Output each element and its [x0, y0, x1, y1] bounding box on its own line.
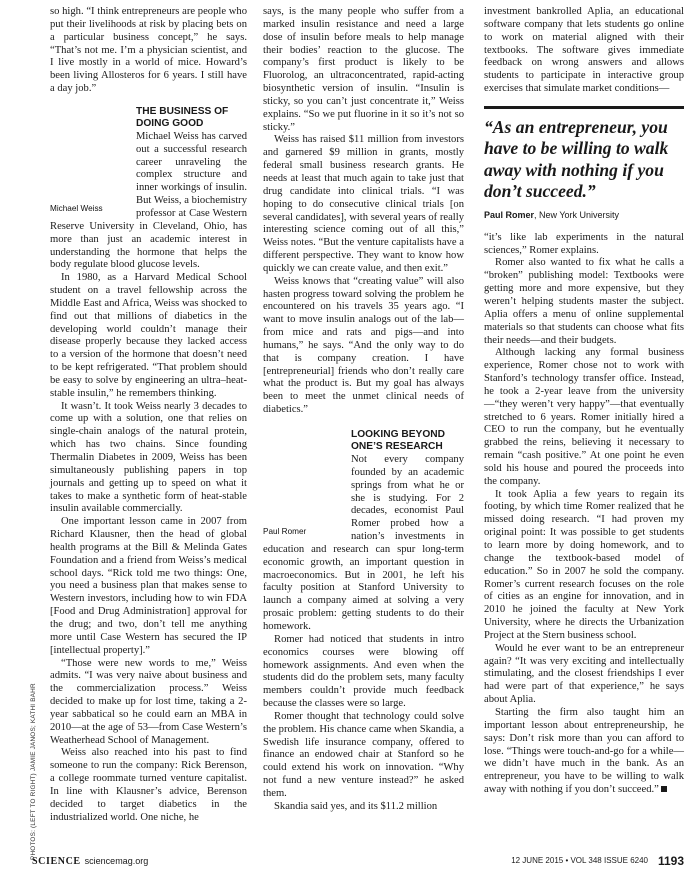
- issue-info: 12 JUNE 2015 • VOL 348 ISSUE 6240: [511, 856, 648, 865]
- paragraph: Weiss knows that “creating value” will a…: [263, 275, 464, 416]
- paragraph: “it’s like lab experiments in the natura…: [484, 231, 684, 256]
- photo-paul-romer: Paul Romer: [263, 429, 345, 538]
- journal-name: SCIENCE: [32, 856, 81, 867]
- paragraph: It took Aplia a few years to regain its …: [484, 488, 684, 641]
- paragraph: Although lacking any formal business exp…: [484, 347, 684, 487]
- pull-quote: “As an entrepreneur, you have to be will…: [484, 105, 684, 222]
- photo-michael-weiss: Michael Weiss: [50, 105, 130, 215]
- paragraph: says, is the many people who suffer from…: [263, 6, 464, 133]
- photo-credit: PHOTOS: (LEFT TO RIGHT) JAMIE JANOS; KAT…: [30, 683, 40, 860]
- paragraph: Romer had noticed that students in intro…: [263, 633, 464, 710]
- journal-site: sciencemag.org: [84, 856, 149, 866]
- pull-quote-attribution: Paul Romer, New York University: [484, 209, 684, 222]
- paragraph: “Those were new words to me,” Weiss admi…: [50, 657, 247, 746]
- pull-quote-text: “As an entrepreneur, you have to be will…: [484, 116, 669, 202]
- photo-caption: Michael Weiss: [50, 204, 103, 214]
- paragraph: Skandia said yes, and its $11.2 million: [274, 800, 438, 812]
- paragraph: Weiss has raised $11 million from invest…: [263, 134, 464, 274]
- photo-caption: Paul Romer: [263, 527, 307, 537]
- paragraph: In 1980, as a Harvard Medical School stu…: [50, 272, 247, 399]
- page-number: 1193: [657, 854, 684, 868]
- column-1: so high. “I think entrepreneurs are peop…: [50, 6, 247, 824]
- paragraph: Not every company founded by an academic…: [263, 454, 464, 632]
- paragraph: Romer thought that technology could solv…: [263, 710, 464, 799]
- paragraph: It wasn’t. It took Weiss nearly 3 decade…: [50, 400, 247, 515]
- photo-credit-text: PHOTOS: (LEFT TO RIGHT) JAMIE JANOS; KAT…: [30, 683, 37, 860]
- paragraph: Michael Weiss has carved out a successfu…: [50, 130, 247, 271]
- column-3: investment bankrolled Aplia, an educatio…: [484, 6, 684, 797]
- paragraph: Would he ever want to be an entrepreneur…: [484, 642, 684, 706]
- paragraph-text: Starting the firm also taught him an imp…: [484, 706, 684, 796]
- section-heading: LOOKING BEYOND ONE’S RESEARCH: [351, 429, 445, 452]
- paragraph: so high. “I think entrepreneurs are peop…: [50, 6, 247, 95]
- paragraph: Romer also wanted to fix what he calls a…: [484, 257, 684, 346]
- attribution-affiliation: , New York University: [534, 209, 620, 220]
- paragraph: investment bankrolled Aplia, an educatio…: [484, 6, 684, 95]
- paragraph: One important lesson came in 2007 from R…: [50, 516, 247, 656]
- column-2: says, is the many people who suffer from…: [263, 6, 464, 814]
- paragraph: Starting the firm also taught him an imp…: [484, 707, 684, 797]
- attribution-name: Paul Romer: [484, 209, 535, 220]
- end-mark-icon: [660, 786, 667, 793]
- section-heading: THE BUSINESS OF DOING GOOD: [136, 105, 229, 129]
- paragraph: Weiss also reached into his past to find…: [50, 747, 247, 823]
